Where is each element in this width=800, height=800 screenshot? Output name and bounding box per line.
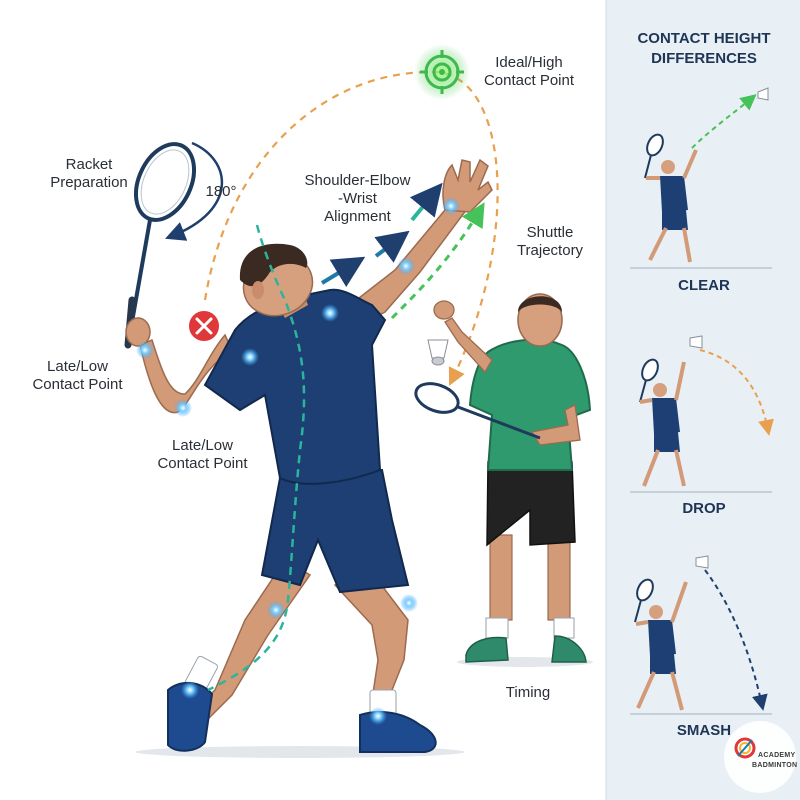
late-contact-error-icon (187, 309, 221, 343)
body-alignment-line (207, 224, 306, 692)
shot-label-drop: DROP (682, 500, 726, 517)
swing-path-arrow (390, 202, 485, 320)
joint-markers (136, 197, 460, 725)
logo-text-badminton: BADMINTON (752, 762, 798, 769)
shot-label-smash: SMASH (676, 722, 732, 739)
coach-shuttlecock (427, 339, 449, 366)
timing-label: Timing (505, 684, 551, 701)
shot-label-clear: CLEAR (678, 277, 730, 294)
logo-text-academy: ACADEMY (758, 752, 796, 759)
drop-illustration (630, 335, 774, 493)
smash-illustration (630, 555, 772, 715)
academy-logo (724, 721, 796, 793)
alignment-arrows (320, 182, 443, 288)
coach-figure (414, 293, 592, 663)
player-figure (124, 142, 493, 753)
sidebar-panel (606, 0, 800, 800)
rotation-arrow (165, 141, 224, 241)
ideal-contact-target (414, 44, 470, 100)
rotation-label: 180° (205, 183, 237, 200)
clear-illustration (630, 87, 772, 269)
